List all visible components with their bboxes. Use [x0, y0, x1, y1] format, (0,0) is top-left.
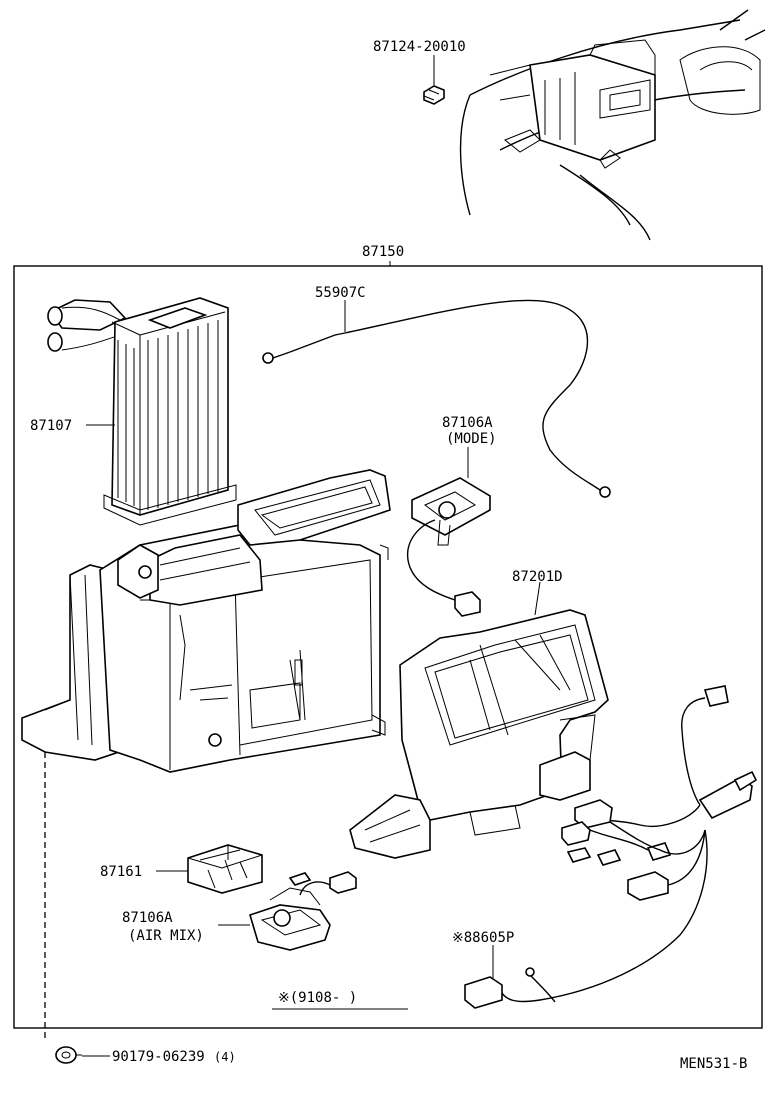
assembly-frame: [13, 265, 763, 1029]
label-harness: ※88605P: [452, 930, 514, 946]
label-serial-note: ※(9108- ): [278, 990, 357, 1006]
servo-motor-mode: [406, 477, 491, 617]
blower-resistor: [187, 844, 263, 894]
label-servo-mode: 87106A: [442, 415, 493, 431]
label-servo-mode-note: (MODE): [446, 431, 497, 447]
label-screw-qty: (4): [214, 1050, 236, 1064]
clip-part: [423, 85, 445, 105]
label-servo-air-mix-note: (AIR MIX): [128, 928, 204, 944]
air-duct: [349, 609, 609, 859]
control-cable: [262, 299, 611, 498]
label-diagram-code: MEN531-B: [680, 1056, 747, 1072]
label-servo-air-mix: 87106A: [122, 910, 173, 926]
label-assembly: 87150: [362, 244, 404, 260]
label-screw: 90179-06239: [112, 1049, 205, 1065]
dashboard-location-illustration: [459, 9, 766, 241]
label-top-clip: 87124-20010: [373, 39, 466, 55]
screw-fastener: [55, 1046, 82, 1064]
label-resistor: 87161: [100, 864, 142, 880]
heater-core: [47, 297, 237, 526]
label-cable: 55907C: [315, 285, 366, 301]
wire-harness: [464, 685, 758, 1009]
label-duct: 87201D: [512, 569, 563, 585]
label-heater-core: 87107: [30, 418, 72, 434]
servo-motor-air-mix: [249, 871, 357, 951]
heater-unit-case: [21, 469, 391, 773]
